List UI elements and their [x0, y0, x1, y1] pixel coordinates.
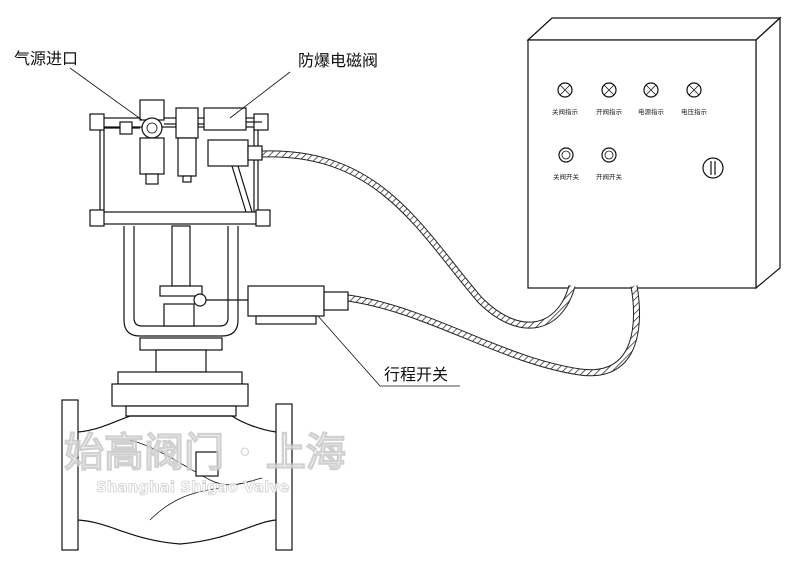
pressure-gauge-icon [141, 117, 163, 139]
actuator-frame [89, 99, 271, 227]
valve-body [61, 399, 293, 551]
leader-lines [69, 67, 460, 387]
limit-switch-label: 行程开关 [384, 365, 448, 384]
limit-switch-body [247, 285, 325, 317]
open-indicator-icon [601, 82, 617, 98]
stem-connector-icon [193, 293, 207, 307]
watermark-en: Shanghai Shigao Valve [96, 478, 289, 496]
air-inlet-label: 气源进口 [14, 49, 78, 68]
solenoid-valve-body [203, 107, 247, 131]
indicator-lamps [557, 82, 702, 98]
solenoid-valve-label: 防爆电磁阀 [298, 51, 378, 70]
switch-label: 开阀开关 [596, 172, 623, 181]
control-box: 关阀指示 开阀指示 电源指示 电压指示 关阀开关 开阀开关 [526, 16, 782, 290]
indicator-label: 开阀指示 [596, 107, 623, 116]
yoke-assembly [111, 225, 349, 417]
power-indicator-icon [643, 82, 659, 98]
indicator-label: 关阀指示 [552, 107, 579, 116]
switch-label: 关阀开关 [553, 172, 580, 181]
open-switch-icon [601, 147, 617, 163]
voltage-indicator-icon [686, 82, 702, 98]
watermark-cn: 始高阀门 · 上海 [64, 429, 346, 476]
key-switch-icon [702, 157, 724, 179]
close-switch-icon [558, 147, 574, 163]
regulator-body [139, 99, 165, 121]
indicator-label: 电压指示 [681, 107, 708, 116]
indicator-label: 电源指示 [638, 107, 665, 116]
cables [261, 150, 641, 377]
close-indicator-icon [557, 82, 573, 98]
